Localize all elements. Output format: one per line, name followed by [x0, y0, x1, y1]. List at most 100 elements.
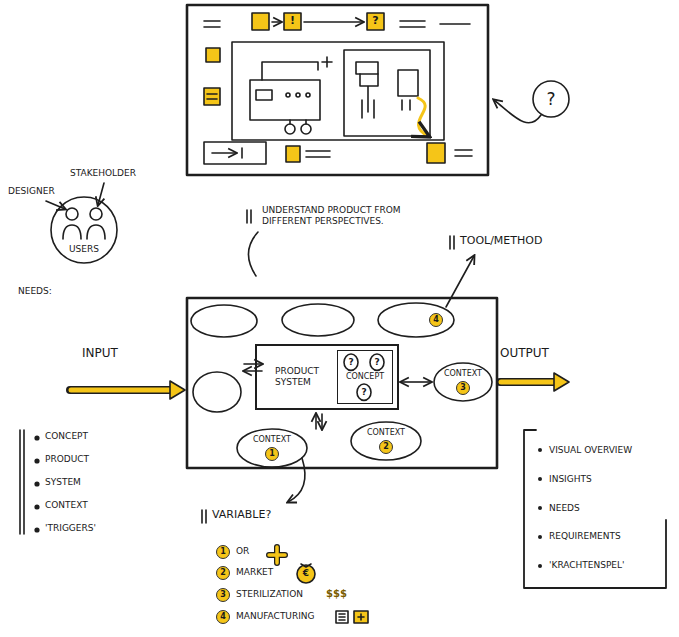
- question-circle-outline: [370, 354, 384, 370]
- output-list: VISUAL OVERVIEW INSIGHTS NEEDS REQUIREMENTS…: [522, 428, 668, 590]
- whiteboard-illustration: [344, 50, 430, 136]
- tool-feedback-arrow: [446, 100, 541, 307]
- input-bracket: [20, 430, 24, 534]
- tool-feedback-arrow: [446, 256, 474, 307]
- whiteboard-illustration: [187, 5, 488, 175]
- whiteboard-illustration: [301, 124, 311, 134]
- whiteboard-illustration: [187, 5, 488, 175]
- users-figures: [46, 183, 105, 239]
- node-text: CONTEXT: [253, 435, 291, 445]
- heading-note: UNDERSTAND PRODUCT FROM DIFFERENT PERSPE…: [262, 205, 412, 227]
- variable-item: OR: [236, 546, 249, 557]
- whiteboard-illustration: [306, 93, 310, 97]
- main-frame: [315, 414, 317, 429]
- whiteboard-illustration: [252, 13, 269, 30]
- node-text: NEEDS: [538, 503, 580, 514]
- whiteboard-illustration: [285, 124, 295, 134]
- context-ellipse: CONTEXT2: [350, 421, 422, 461]
- whiteboard-illustration: [398, 70, 418, 96]
- variable-icons: [354, 611, 368, 623]
- input-item: CONTEXT: [45, 500, 88, 511]
- variable-icons: [297, 565, 315, 583]
- whiteboard-illustration: [286, 93, 290, 97]
- whiteboard-illustration: [322, 57, 332, 67]
- whiteboard-illustration: [286, 146, 300, 162]
- whiteboard-illustration: [356, 62, 378, 74]
- product-system-box: PRODUCT SYSTEMCONCEPT???: [255, 344, 399, 410]
- output-list-outline: [524, 430, 666, 588]
- input-label: INPUT: [82, 346, 118, 360]
- input-bracket: [35, 459, 39, 463]
- output-arrow: [501, 380, 556, 385]
- variable-icons: [339, 614, 345, 620]
- main-frame: [191, 305, 257, 337]
- input-bracket: [35, 436, 39, 440]
- whiteboard-illustration: [232, 42, 444, 140]
- node-text: PRODUCT SYSTEM: [275, 366, 333, 388]
- node-text: ?: [546, 89, 555, 109]
- input-bracket: [35, 528, 39, 532]
- variable-item: MARKET: [236, 567, 273, 578]
- connector-arrow: [401, 381, 431, 383]
- role-label: STAKEHOLDER: [70, 168, 136, 179]
- node-text: 'KRACHTENSPEL': [538, 560, 625, 571]
- whiteboard-illustration: [207, 94, 217, 99]
- sketch-art: [20, 5, 569, 623]
- main-frame: [244, 363, 262, 365]
- role-label: DESIGNER: [8, 186, 55, 197]
- variable-icons: [358, 614, 364, 620]
- users-circle-outline: [51, 197, 117, 263]
- callout-number: 4: [216, 610, 230, 624]
- whiteboard-illustration: [290, 120, 306, 124]
- variable-icons: [301, 564, 311, 567]
- whiteboard-illustration: [272, 21, 281, 23]
- whiteboard-illustration: [400, 21, 470, 27]
- context-ellipse-outline: [434, 363, 492, 401]
- question-circle: ?: [369, 353, 385, 371]
- note-symbol: ?: [367, 14, 384, 27]
- whiteboard-illustration: [262, 62, 318, 80]
- variable-item: MANUFACTURING: [236, 611, 315, 622]
- users-figures: [90, 208, 102, 220]
- node-text: USERS: [69, 244, 99, 255]
- callout-number: 2: [379, 440, 393, 454]
- main-frame: [321, 414, 323, 429]
- node-text: REQUIREMENTS: [538, 531, 621, 542]
- users-circle: USERS: [50, 196, 118, 264]
- main-frame: [187, 298, 497, 468]
- question-circle-outline: [357, 384, 371, 400]
- input-arrow: [70, 381, 185, 399]
- variable-icons: [336, 611, 348, 623]
- heading-marks: [202, 510, 206, 523]
- users-figures: [63, 225, 105, 239]
- node-text: CONTEXT: [444, 369, 482, 379]
- node-text: ?: [348, 357, 353, 368]
- whiteboard-illustration: [455, 150, 472, 156]
- output-arrow: [500, 373, 569, 391]
- node-text: VISUAL OVERVIEW: [538, 445, 632, 456]
- output-arrow: [554, 373, 569, 391]
- whiteboard-illustration: [212, 152, 236, 154]
- context-ellipse-outline: [377, 302, 455, 338]
- input-item: SYSTEM: [45, 477, 81, 488]
- question-circle-outline: [344, 354, 358, 370]
- question-circle: ?: [532, 80, 570, 118]
- main-frame: [244, 370, 262, 372]
- callout-number: 2: [216, 566, 230, 580]
- main-frame: [187, 298, 497, 468]
- context-ellipse: 4: [377, 302, 455, 338]
- input-item: PRODUCT: [45, 454, 89, 465]
- context-ellipse-outline: [237, 429, 307, 467]
- node-text: INSIGHTS: [538, 474, 592, 485]
- input-arrow: [70, 386, 172, 394]
- whiteboard-illustration: [296, 93, 300, 97]
- main-frame: [282, 304, 354, 336]
- input-bracket: [35, 482, 39, 486]
- needs-label: NEEDS:: [18, 286, 52, 297]
- callout-number: 3: [456, 381, 470, 395]
- heading-marks: [202, 210, 454, 523]
- heading-marks: [248, 232, 258, 276]
- whiteboard-illustration: [360, 74, 378, 118]
- callout-number: 1: [216, 545, 230, 559]
